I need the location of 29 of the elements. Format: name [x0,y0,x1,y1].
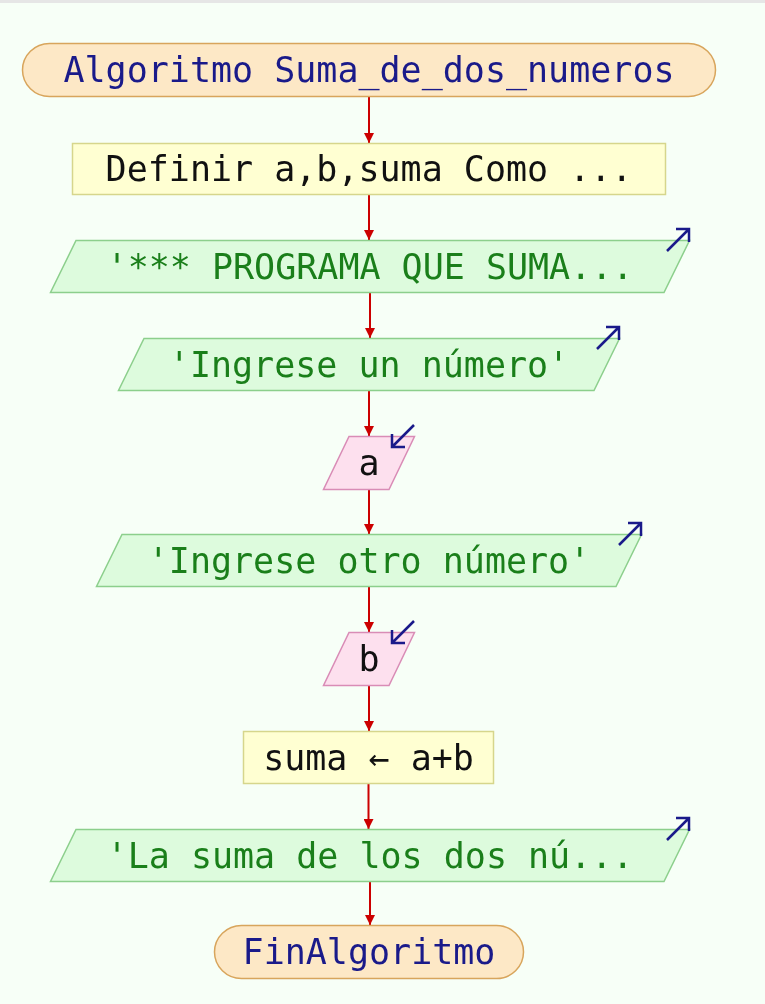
node-label: Algoritmo Suma_de_dos_numeros [63,50,675,90]
arrow [364,194,374,241]
process-box [243,731,494,784]
node-label: 'Ingrese otro número' [147,540,591,581]
process-box [72,143,666,195]
arrow [365,292,375,339]
node-label: a [358,443,380,483]
arrow [364,586,374,633]
input-parallelogram [323,436,415,490]
arrow [363,783,374,830]
node-label: '*** PROGRAMA QUE SUMA... [106,246,634,287]
terminal-shape [22,43,716,97]
node-label: Definir a,b,suma Como ... [105,149,633,189]
arrow [365,881,375,926]
node-label: FinAlgoritmo [242,932,496,972]
node-label: 'Ingrese un número' [168,344,570,385]
node-label: 'La suma de los dos nú... [106,835,634,876]
arrow [364,390,374,437]
node-label: suma ← a+b [263,737,474,778]
output-parallelogram [50,829,690,882]
arrow [364,685,374,732]
terminal-shape [214,925,524,979]
arrow [364,96,374,144]
node-label: b [358,639,380,679]
output-parallelogram [50,240,690,293]
output-parallelogram [118,338,620,391]
arrow [364,489,374,535]
output-parallelogram [96,534,642,587]
input-parallelogram [323,632,415,686]
